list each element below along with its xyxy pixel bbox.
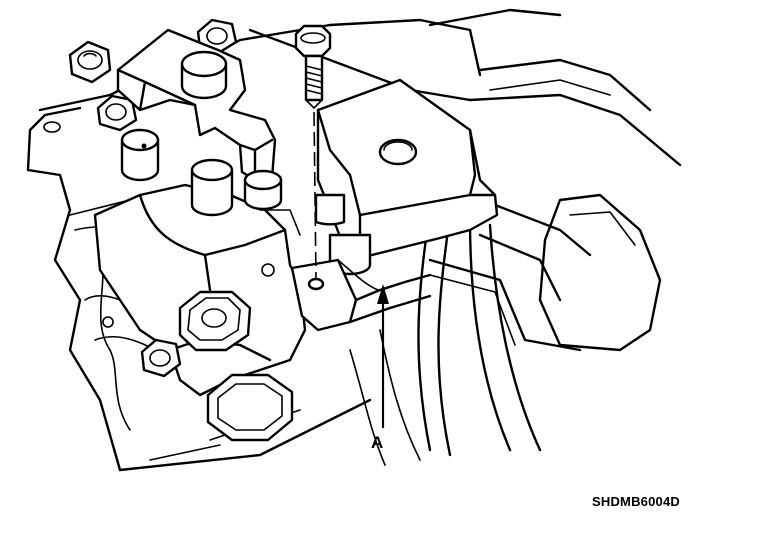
frame-rails: [248, 8, 682, 352]
bolt-left: [96, 94, 138, 132]
pump-stud: [190, 158, 234, 217]
callout-arrow: [377, 284, 389, 428]
figure-code: SHDMB6004D: [592, 494, 680, 509]
body-holes: [43, 121, 275, 328]
pump-nut-upper: [178, 290, 252, 352]
stud-left: [120, 128, 160, 182]
bracket-bolt: [180, 50, 228, 100]
pump-nut-lower: [206, 373, 294, 442]
callout-label-a: A: [371, 433, 384, 452]
mount-bracket-right: [316, 78, 499, 260]
cover-edge: [428, 258, 582, 352]
pump-stud-right: [243, 169, 283, 211]
pump-body: [93, 183, 307, 397]
flange-bolt-top-left: [68, 40, 112, 84]
bolt-alignment-line: [313, 111, 317, 281]
bolt-lower-left: [140, 338, 182, 378]
mounting-bolt: [294, 24, 332, 109]
